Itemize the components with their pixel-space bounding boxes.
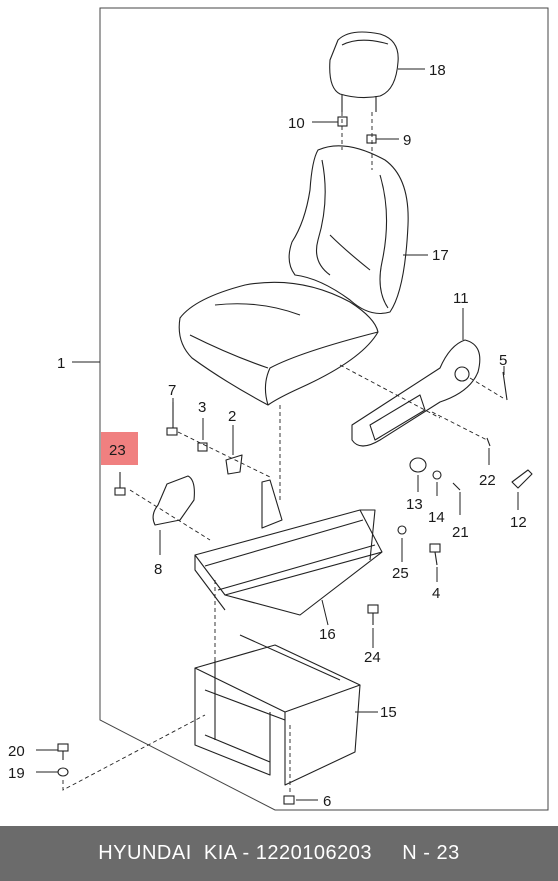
nut-3 (197, 442, 208, 452)
callout-9: 9 (403, 132, 411, 149)
bolt-4 (429, 543, 441, 566)
callout-11: 11 (453, 290, 469, 307)
lever-12 (511, 469, 533, 489)
nut-25 (397, 525, 407, 535)
callout-14: 14 (428, 509, 445, 526)
seat-cushion (178, 281, 379, 406)
seat-back (288, 145, 409, 315)
knob-13 (409, 457, 427, 473)
callout-16: 16 (319, 626, 336, 643)
base-frame (194, 634, 361, 786)
callout-15: 15 (380, 704, 397, 721)
washer-19 (57, 767, 69, 777)
side-bracket-8 (152, 475, 195, 526)
recliner-cover (351, 339, 481, 447)
headrest-guide-10 (337, 116, 348, 127)
callout-2: 2 (228, 408, 236, 425)
callout-22: 22 (479, 472, 496, 489)
footer-text: HYUNDAI KIA - 1220106203 N - 23 (98, 842, 460, 864)
bolt-24 (367, 604, 379, 625)
callout-7: 7 (168, 382, 176, 399)
callout-20: 20 (8, 743, 25, 760)
callout-25: 25 (392, 565, 409, 582)
headrest-guide-9 (366, 134, 377, 144)
bracket-2 (225, 454, 243, 475)
callout-23: 23 (109, 442, 126, 459)
callout-4: 4 (432, 585, 440, 602)
callout-21: 21 (452, 524, 469, 541)
callout-12: 12 (510, 514, 527, 531)
bolt-7 (166, 402, 178, 436)
headrest (329, 31, 399, 112)
callout-3: 3 (198, 399, 206, 416)
seat-assembly-diagram: 1 2 3 4 5 6 7 8 9 10 11 12 13 14 15 16 1… (8, 7, 549, 811)
callout-24: 24 (364, 649, 381, 666)
washer-14 (432, 470, 442, 480)
callout-17: 17 (432, 247, 449, 264)
callout-18: 18 (429, 62, 446, 79)
callout-19: 19 (8, 765, 25, 782)
assembly-frame (99, 7, 549, 811)
bolt-23 (114, 472, 126, 496)
bolt-20 (57, 743, 69, 760)
footer-bar: HYUNDAI KIA - 1220106203 N - 23 (0, 826, 558, 881)
callout-13: 13 (406, 496, 423, 513)
callout-23-highlight (101, 432, 138, 465)
callout-5: 5 (499, 352, 507, 369)
callout-10: 10 (288, 115, 305, 132)
callout-1: 1 (57, 355, 65, 372)
callout-6: 6 (323, 793, 331, 810)
seat-slider-frame (194, 479, 383, 616)
nut-6 (283, 795, 295, 805)
callout-8: 8 (154, 561, 162, 578)
